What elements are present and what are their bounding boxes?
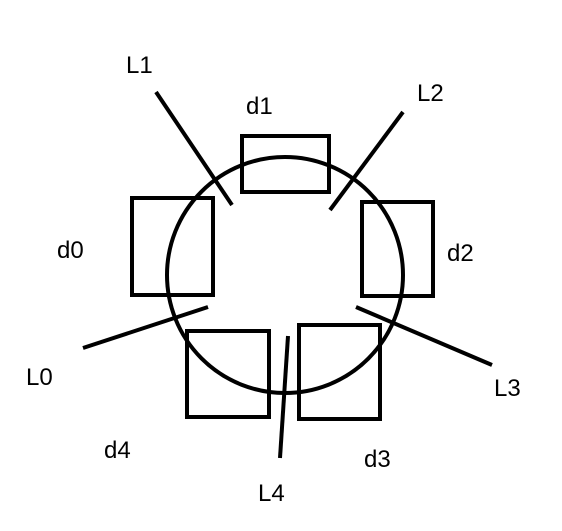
label-d0: d0 [57,237,84,264]
line-L1 [154,90,234,207]
box-d1 [240,134,331,194]
box-d0 [130,196,215,297]
box-d4 [185,329,271,419]
label-d4: d4 [104,437,131,464]
box-d3 [297,323,382,421]
line-L2 [328,110,405,212]
line-L0 [82,305,209,350]
label-d3: d3 [364,446,391,473]
line-L3 [355,305,493,367]
label-L3: L3 [494,375,521,402]
box-d2 [360,200,435,298]
label-L2: L2 [417,80,444,107]
label-d2: d2 [447,240,474,267]
label-d1: d1 [246,93,273,120]
label-L0: L0 [26,364,53,391]
line-L4 [278,335,290,459]
label-L4: L4 [258,480,285,507]
label-L1: L1 [126,52,153,79]
